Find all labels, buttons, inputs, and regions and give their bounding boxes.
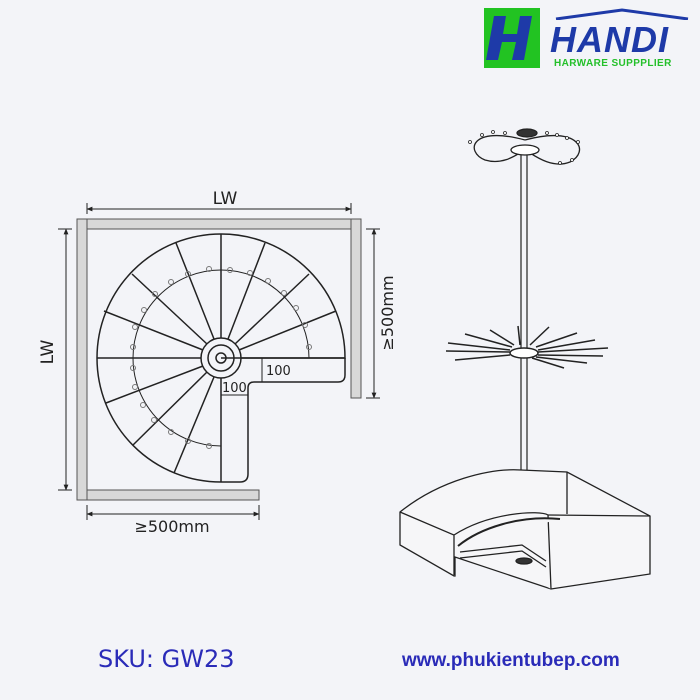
website-link[interactable]: www.phukientubep.com bbox=[402, 650, 620, 671]
cabinet-walls bbox=[76, 218, 362, 501]
plan-view: LW LW ≥500mm ≥500mm 100 100 bbox=[38, 189, 397, 536]
bottom-dimension-label: ≥500mm bbox=[134, 517, 209, 536]
offset-label-2: 100 bbox=[222, 381, 247, 396]
left-dimension-label: LW bbox=[38, 339, 58, 364]
roof-line-icon bbox=[555, 8, 689, 20]
top-dimension-label: LW bbox=[213, 189, 238, 209]
dimension-lines bbox=[58, 203, 380, 520]
offset-label-1: 100 bbox=[266, 364, 291, 379]
hook-dots bbox=[130, 266, 312, 449]
corner-basket bbox=[399, 469, 651, 590]
handi-logo-mark-icon bbox=[484, 8, 540, 68]
right-dimension-label: ≥500mm bbox=[378, 275, 397, 350]
tray-spokes bbox=[97, 234, 345, 482]
brand-logo: HANDI HARWARE SUPPPLIER bbox=[484, 8, 694, 69]
brand-name: HANDI bbox=[550, 19, 669, 60]
perspective-view bbox=[399, 128, 651, 590]
spoke-hanger bbox=[445, 325, 609, 369]
brand-tagline: HARWARE SUPPPLIER bbox=[554, 58, 672, 69]
top-ring-tray bbox=[468, 128, 581, 165]
sku-label: SKU: GW23 bbox=[98, 645, 235, 673]
